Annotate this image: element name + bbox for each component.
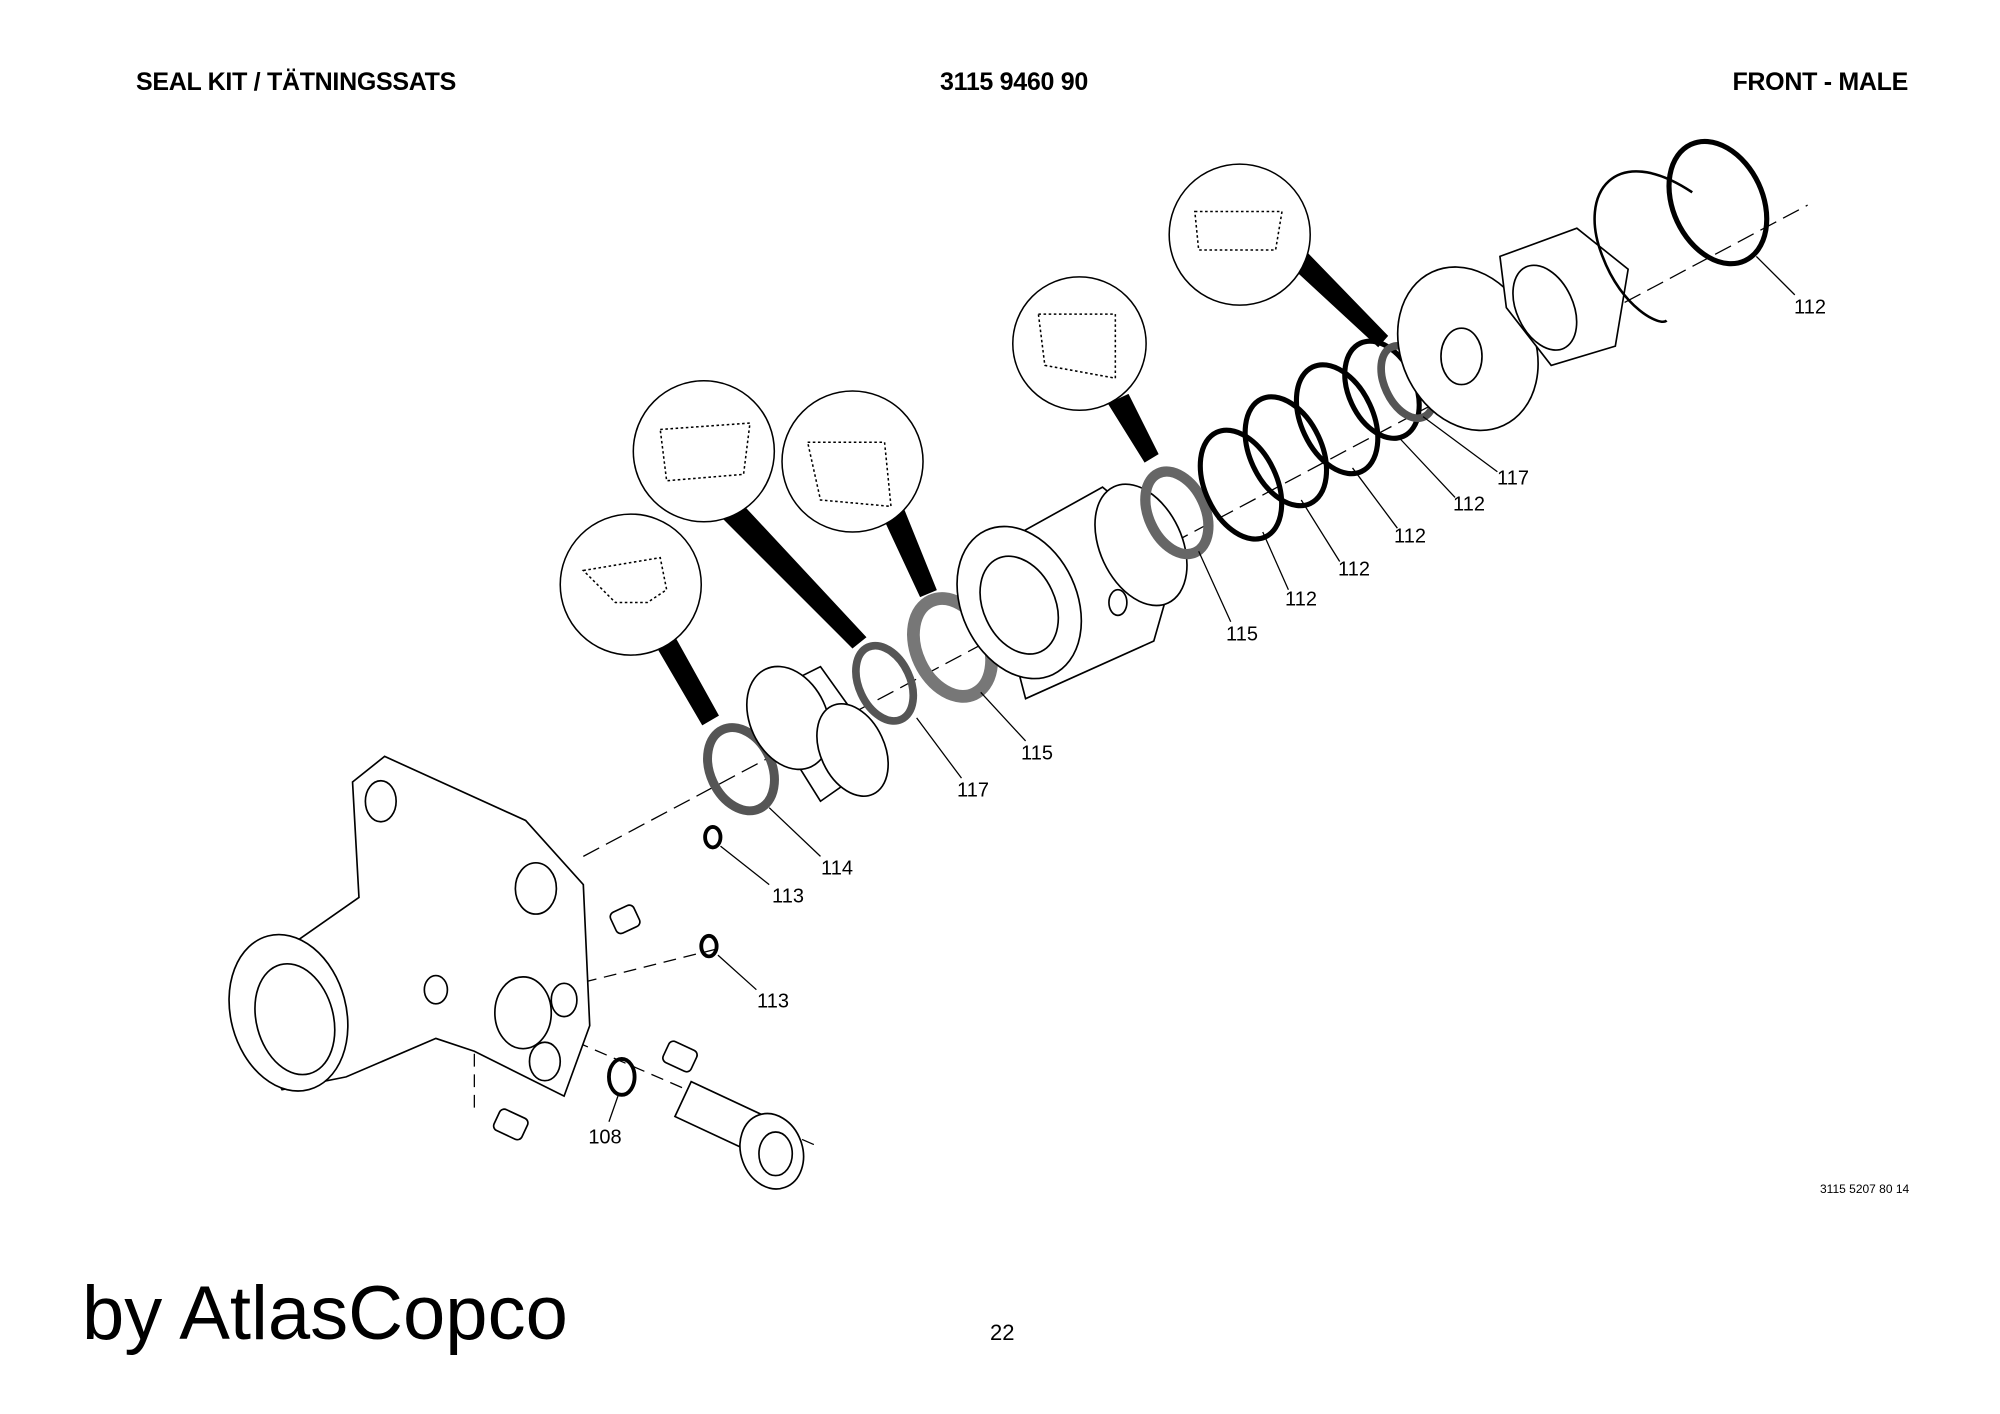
page-number: 22 (990, 1320, 1015, 1345)
detail-callouts (559, 163, 1389, 726)
housing (228, 755, 591, 1098)
piston-front (745, 665, 889, 803)
callout-label: 112 (1794, 296, 1826, 319)
callout-label: 117 (1497, 467, 1529, 490)
callout-label: 112 (1453, 493, 1485, 516)
ring-112 (1666, 138, 1770, 267)
callout-label: 112 (1285, 588, 1317, 611)
snap-ring (1593, 170, 1693, 323)
grease-nipple (492, 1108, 529, 1141)
o-ring-108 (607, 1057, 637, 1097)
grease-nipple (662, 1040, 698, 1073)
valve (673, 1080, 805, 1190)
pin (609, 904, 641, 935)
leader-lines (608, 255, 1796, 1122)
document-title: SEAL KIT / TÄTNINGSSATS (136, 68, 456, 96)
callout-label: 108 (588, 1126, 622, 1149)
piston-main (956, 483, 1188, 700)
callout-label: 113 (757, 990, 789, 1013)
seal-117 (852, 641, 918, 725)
callout-label: 112 (1338, 558, 1370, 581)
brand-text: by AtlasCopco (82, 1271, 568, 1356)
drawing-reference: 3115 5207 80 14 (1820, 1182, 1910, 1196)
callout-label: 112 (1394, 525, 1426, 548)
rings-112 (1197, 338, 1422, 542)
o-ring-113 (699, 824, 723, 959)
part-number: 3115 9460 90 (940, 68, 1088, 96)
callout-label: 113 (772, 885, 804, 908)
position-label: FRONT - MALE (1732, 68, 1908, 96)
clamp (1499, 227, 1630, 367)
seal-115 (1140, 466, 1214, 560)
callout-label: 115 (1226, 623, 1258, 646)
callout-label: 117 (957, 779, 989, 802)
guide-disc (1396, 266, 1539, 432)
callout-label: 114 (821, 857, 853, 880)
callout-label: 115 (1021, 742, 1053, 765)
